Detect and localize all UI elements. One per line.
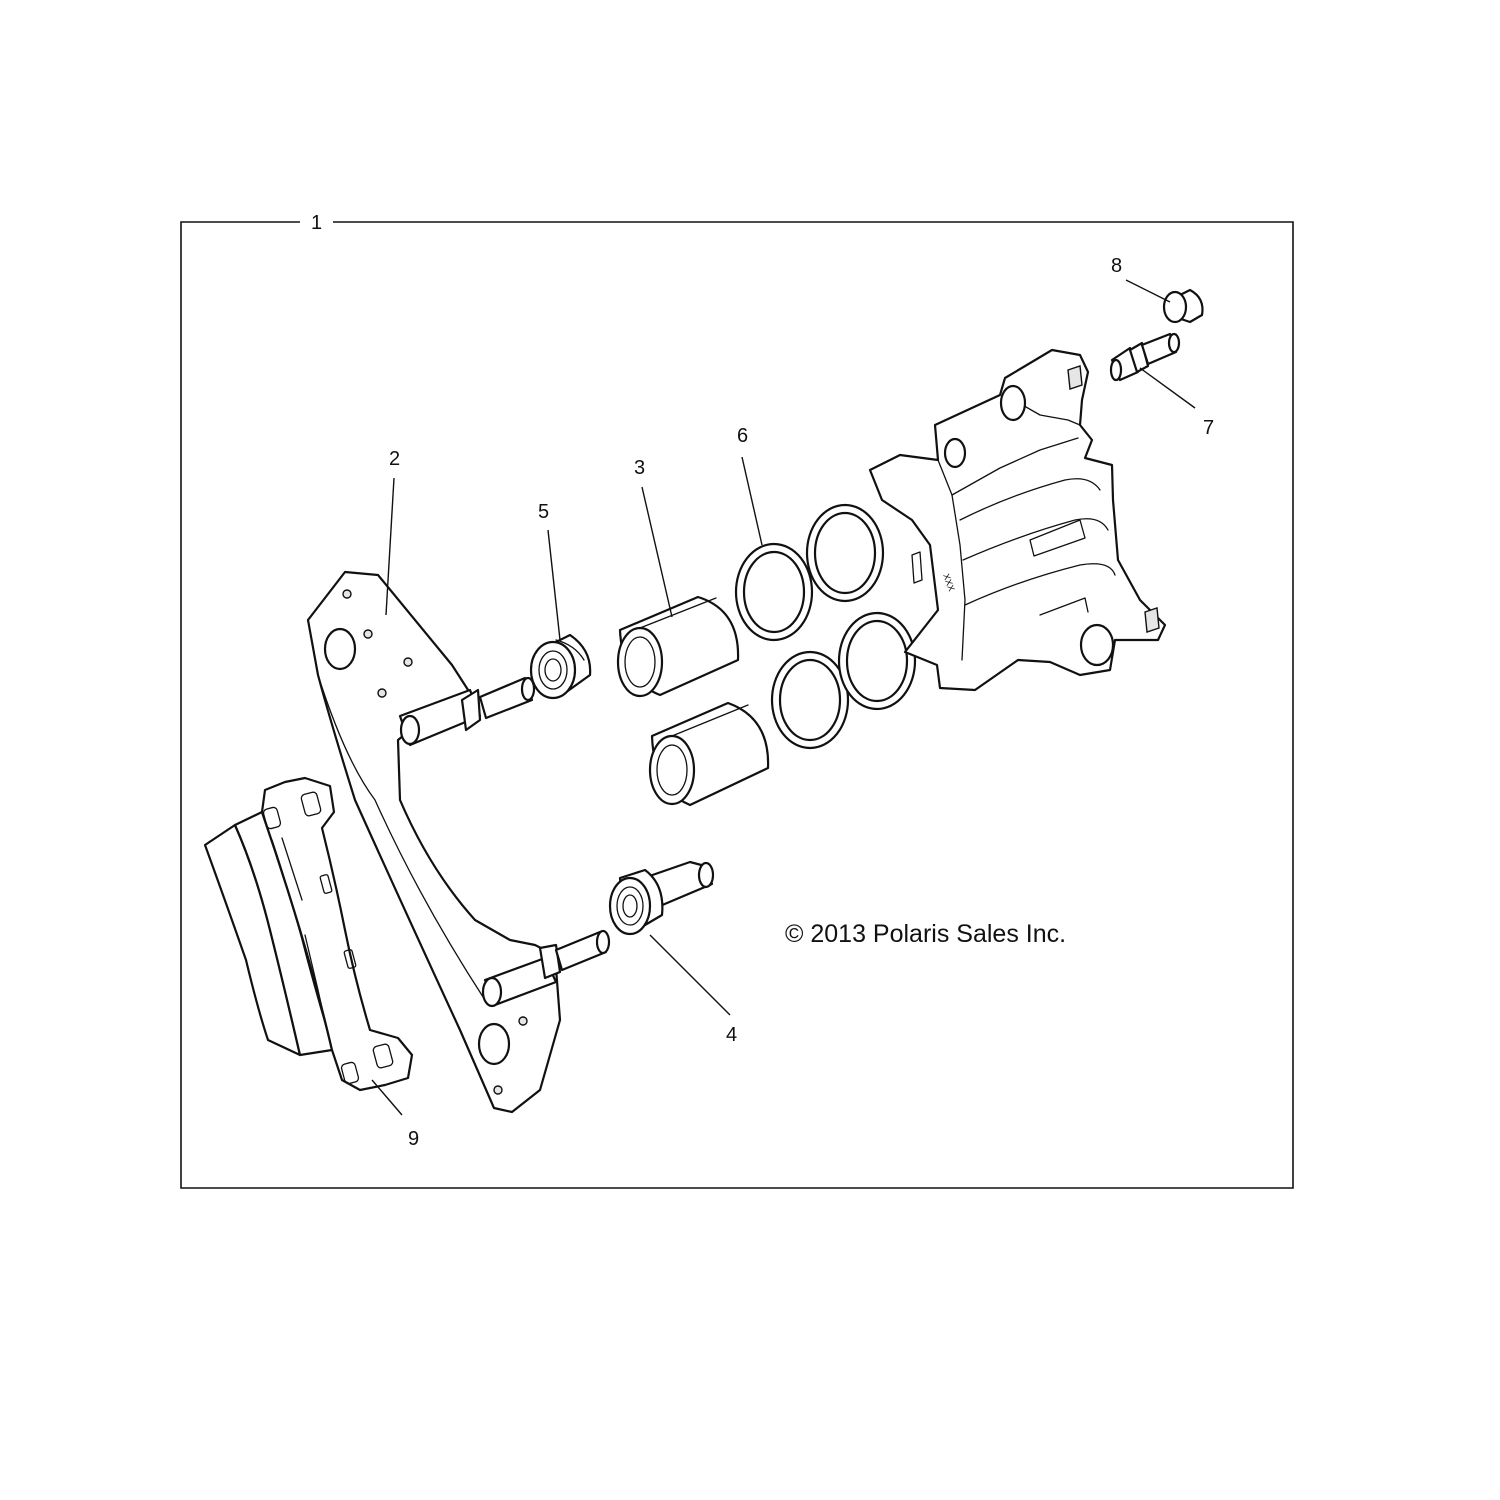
lower-bushing	[608, 860, 715, 936]
callout-4: 4	[726, 1024, 737, 1046]
callout-9: 9	[408, 1128, 419, 1150]
callout-labels: 1 2 3 4 5 6 7 8 9	[311, 212, 1214, 1150]
bleeder-screw	[1109, 332, 1181, 382]
callout-6: 6	[737, 425, 748, 447]
callout-8: 8	[1111, 255, 1122, 277]
callout-7: 7	[1203, 417, 1214, 439]
assembly-frame	[180, 221, 1294, 1189]
lower-piston	[648, 701, 770, 807]
caliper-body: XXX	[868, 348, 1167, 692]
lower-guide-pin	[481, 929, 611, 1008]
upper-boot	[529, 633, 592, 700]
leader-lines	[371, 279, 1196, 1116]
copyright-notice: © 2013 Polaris Sales Inc.	[785, 920, 1066, 948]
callout-1: 1	[311, 212, 322, 234]
upper-guide-pin	[398, 676, 536, 747]
callout-2: 2	[389, 448, 400, 470]
bleeder-cap	[1162, 288, 1204, 324]
piston-seals	[734, 503, 917, 750]
callout-3: 3	[634, 457, 645, 479]
upper-piston	[616, 595, 740, 698]
brake-pad	[203, 776, 414, 1092]
callout-5: 5	[538, 501, 549, 523]
